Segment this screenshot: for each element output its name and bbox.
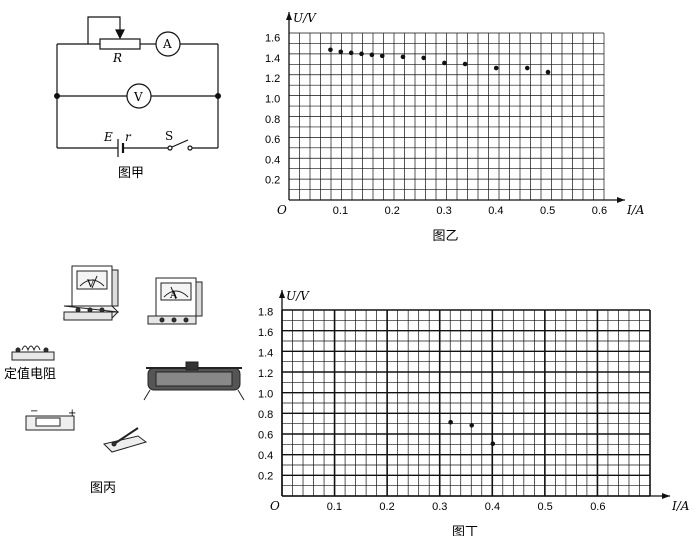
chart-caption: 图丁	[452, 525, 478, 536]
x-tick-label: 0.6	[590, 501, 605, 513]
y-axis-label: U/V	[293, 11, 317, 25]
rheostat-label: R	[112, 51, 122, 65]
y-axis-arrow-icon	[286, 12, 292, 20]
y-tick-label: 1.6	[265, 33, 280, 45]
y-tick-label: 0.2	[265, 175, 280, 187]
apparatus-illustration: V A 定值电阻	[4, 265, 245, 496]
y-tick-label: 1.4	[258, 348, 273, 360]
y-tick-label: 0.8	[258, 409, 273, 421]
data-point	[493, 65, 499, 71]
slider-arrow-icon	[115, 29, 125, 40]
y-axis-arrow-icon	[279, 290, 285, 298]
x-tick-label: 0.6	[592, 205, 607, 217]
x-axis-label: I/A	[671, 499, 690, 513]
x-axis-arrow-icon	[662, 493, 670, 499]
y-tick-label: 1.4	[265, 53, 280, 65]
junction-dot	[53, 92, 60, 99]
rheostat-resistor	[99, 38, 141, 50]
data-point	[469, 422, 475, 428]
y-tick-label: 1.0	[258, 389, 273, 401]
voltmeter-face-label: V	[86, 279, 95, 290]
y-tick-label: 1.8	[258, 307, 273, 319]
battery-minus-label: −	[30, 406, 38, 417]
switch-lever	[171, 139, 189, 148]
origin-label: O	[270, 499, 280, 513]
y-tick-label: 0.4	[258, 450, 273, 462]
x-tick-label: 0.1	[333, 205, 348, 217]
data-point	[369, 52, 375, 58]
switch-contact	[167, 145, 173, 151]
ammeter-face-label: A	[169, 290, 178, 301]
y-tick-label: 1.2	[265, 73, 280, 85]
x-tick-label: 0.5	[540, 205, 555, 217]
switch-contact	[187, 145, 193, 151]
x-tick-label: 0.5	[538, 501, 553, 513]
origin-label: O	[277, 203, 287, 217]
battery-device	[25, 415, 75, 431]
x-axis-label: I/A	[626, 203, 645, 217]
circuit-caption: 图甲	[118, 166, 144, 181]
chart-grid	[281, 309, 651, 497]
data-point	[421, 55, 426, 61]
switch-label: S	[165, 129, 173, 143]
internal-resistance-label: r	[125, 130, 132, 144]
chart-caption: 图乙	[433, 229, 459, 244]
battery-plus-label: +	[68, 408, 76, 419]
chart-grid	[288, 32, 605, 201]
voltmeter-device	[62, 265, 120, 321]
data-point	[462, 61, 468, 67]
y-tick-label: 1.0	[265, 94, 280, 106]
fixed-resistor-device	[11, 345, 55, 361]
y-tick-label: 0.2	[258, 471, 273, 483]
circuit-diagram	[53, 16, 222, 157]
emf-label: E	[103, 130, 113, 144]
y-tick-label: 1.6	[258, 327, 273, 339]
y-tick-label: 0.6	[258, 430, 273, 442]
data-point	[338, 49, 344, 55]
y-tick-label: 0.6	[265, 134, 280, 146]
x-tick-label: 0.3	[436, 205, 451, 217]
ammeter-device	[147, 277, 203, 325]
x-tick-label: 0.2	[385, 205, 400, 217]
voltmeter-label: V	[133, 90, 143, 104]
data-point	[442, 60, 447, 66]
data-point	[379, 53, 385, 59]
x-tick-label: 0.4	[488, 205, 503, 217]
data-point	[524, 65, 530, 71]
x-axis-arrow-icon	[617, 197, 625, 203]
data-point	[490, 441, 496, 447]
fixed-resistor-label: 定值电阻	[4, 366, 56, 382]
y-tick-label: 0.8	[265, 114, 280, 126]
data-point	[348, 50, 354, 56]
data-point	[359, 51, 364, 57]
data-point	[448, 419, 453, 425]
chart-yi: 0.1 0.2 0.3 0.4 0.5 0.6 0.2 0.4 0.6 0.8 1.0 1.2 1.4 1…	[265, 11, 645, 244]
y-tick-label: 0.4	[265, 154, 280, 166]
data-point	[545, 69, 551, 75]
x-tick-label: 0.2	[379, 501, 394, 513]
x-tick-label: 0.3	[432, 501, 447, 513]
x-tick-label: 0.1	[327, 501, 342, 513]
junction-dot	[215, 92, 222, 99]
data-point	[400, 54, 406, 60]
apparatus-caption: 图丙	[90, 481, 116, 496]
y-axis-label: U/V	[286, 289, 310, 303]
data-point	[328, 47, 333, 53]
chart-ding: 0.1 0.2 0.3 0.4 0.5 0.6 0.2 0.4 0.6 0.8 1.0 1.2 1.4 1…	[258, 289, 690, 536]
switch-device	[103, 427, 148, 453]
rheostat-device	[143, 361, 245, 401]
ammeter-label: A	[162, 37, 172, 51]
y-tick-label: 1.2	[258, 368, 273, 380]
x-tick-label: 0.4	[485, 501, 500, 513]
